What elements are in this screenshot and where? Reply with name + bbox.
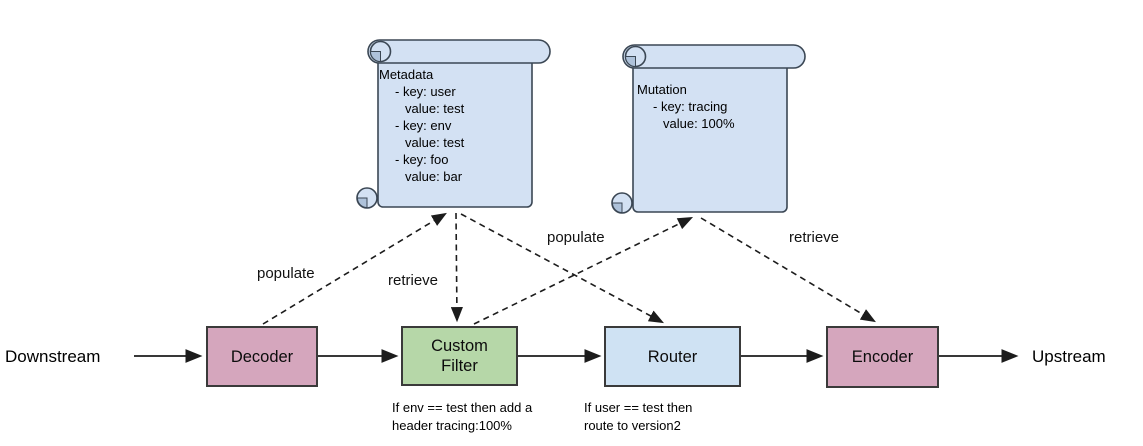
router-node-label: Router [605,327,740,386]
decoder-node-label: Decoder [207,327,317,386]
edge-label-retrieve-mutation: retrieve [789,229,840,246]
decoder-node-box [206,326,318,387]
custom-filter-node-box [401,326,518,386]
metadata-title: Metadata [379,67,434,82]
metadata-scroll-bottom-curl-shade [356,197,368,209]
mutation-scroll-text: Mutation - key: tracing value: 100% [637,81,785,132]
edge-label-populate-mutation: populate [547,229,605,246]
metadata-scroll-text: Metadata - key: user value: test - key: … [379,66,529,185]
custom-filter-node-label-text: Custom Filter [431,337,488,375]
metadata-line: value: test [405,101,465,116]
router-node-box [604,326,741,387]
metadata-line: - key: user [395,84,456,99]
mutation-line: value: 100% [663,116,735,131]
metadata-scroll-shape [356,39,551,209]
mutation-scroll-shape [611,44,806,214]
edge-decoder-populate-metadata [262,212,447,325]
decoder-node-label-text: Decoder [230,347,294,366]
metadata-line: value: test [405,135,465,150]
metadata-line: - key: env [395,118,452,133]
edge-metadata-retrieve-custom-filter [450,212,463,323]
mutation-scroll-top-curl-shade [624,56,636,68]
edge-label-populate-metadata: populate [257,265,315,282]
router-caption: If user == test then route to version2 [584,400,693,433]
mutation-line: - key: tracing [653,99,728,114]
custom-filter-caption: If env == test then add a header tracing… [392,400,533,433]
edge-custom-filter-populate-mutation [473,216,694,325]
router-node-label-text: Router [647,347,698,366]
encoder-node-label: Encoder [827,327,938,387]
metadata-scroll-top-curl-shade [369,51,381,63]
custom-filter-node-label: Custom Filter [402,327,517,385]
upstream-label: Upstream [1032,347,1106,366]
mutation-scroll-bottom-curl-shade [611,202,623,214]
metadata-scroll-top-roll [367,39,551,64]
encoder-node-box [826,326,939,388]
metadata-line: - key: foo [395,152,449,167]
edge-mutation-retrieve-encoder [700,217,876,323]
edge-metadata-to-router [460,213,665,324]
encoder-node-label-text: Encoder [851,348,914,366]
mutation-scroll-top-roll [622,44,806,69]
metadata-line: value: bar [405,169,463,184]
downstream-label: Downstream [5,347,101,366]
edge-label-retrieve-metadata: retrieve [388,272,439,289]
mutation-title: Mutation [637,82,687,97]
